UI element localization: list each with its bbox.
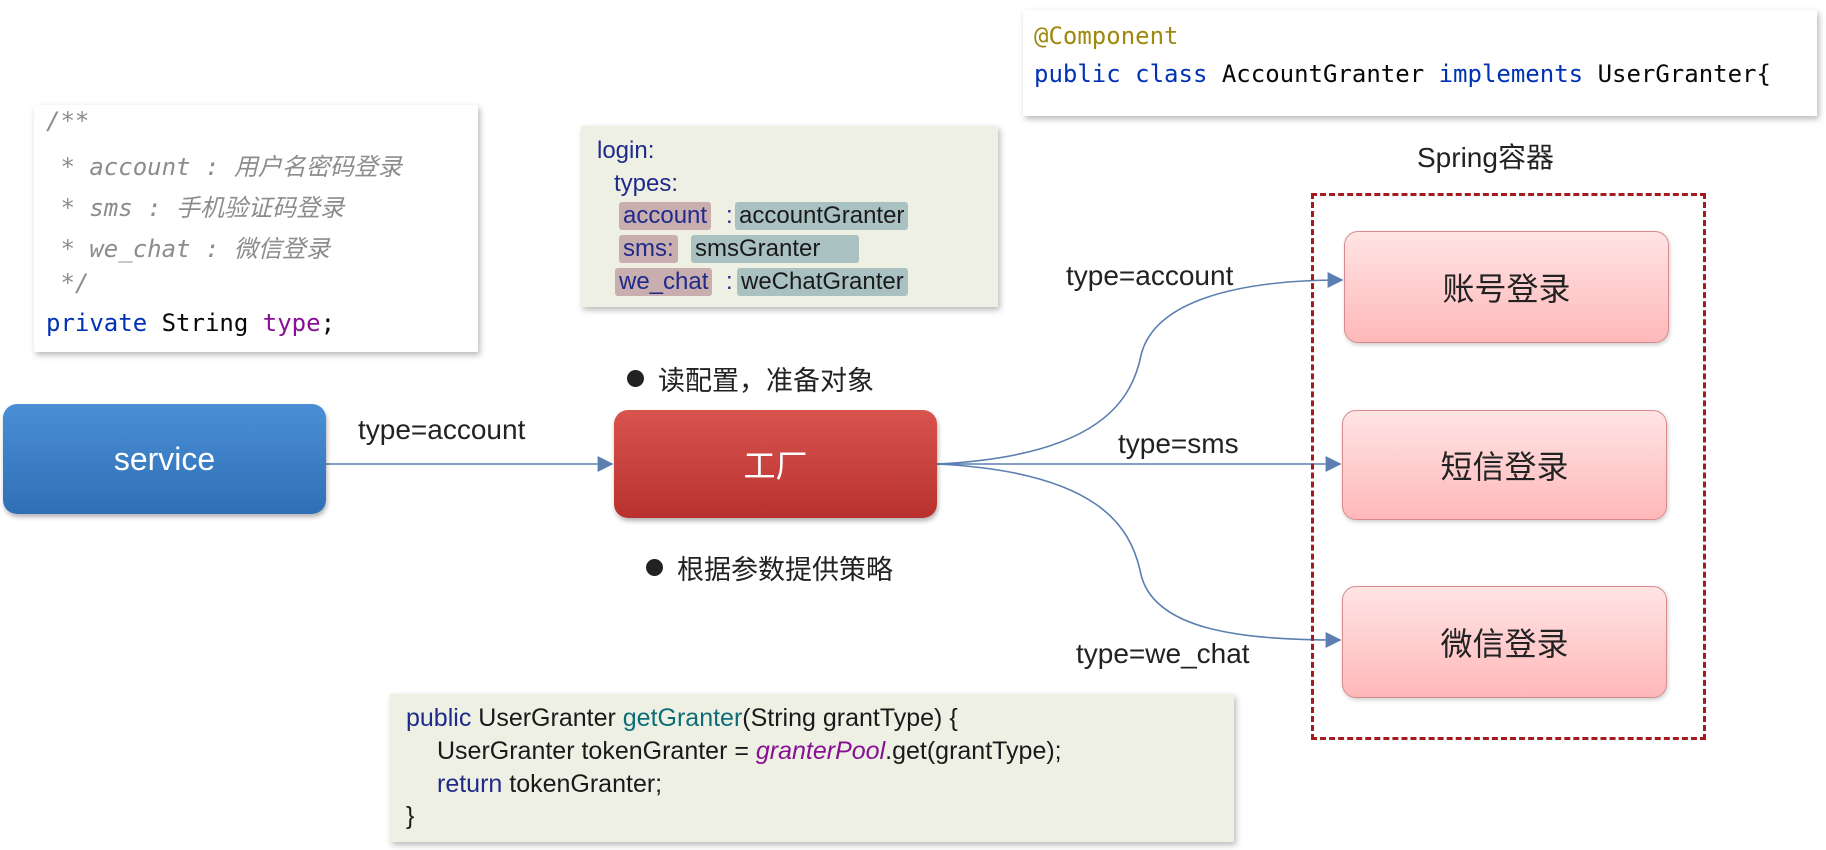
edge-label-to-wechat: type=we_chat <box>1076 638 1250 669</box>
type-field-code-snippet: /** * account : 用户名密码登录 * sms : 手机验证码登录 … <box>34 105 478 352</box>
account-granter-class-snippet: @Component public class AccountGranter i… <box>1023 10 1817 116</box>
type-name: String <box>161 309 249 337</box>
wechat-login-node: 微信登录 <box>1342 586 1667 698</box>
factory-node: 工厂 <box>614 410 937 518</box>
keyword-return: return <box>437 770 503 798</box>
account-login-node: 账号登录 <box>1344 231 1669 343</box>
field-declaration: private String type; <box>46 309 335 337</box>
code-line-close-brace: } <box>406 802 415 830</box>
get-call: .get(grantType); <box>885 737 1062 765</box>
keyword-public: public <box>406 704 472 732</box>
field-name: type <box>262 309 321 337</box>
code-line-lookup: UserGranter tokenGranter = granterPool.g… <box>437 737 1062 766</box>
comment-line: /** <box>46 107 90 135</box>
params: (String grantType) { <box>742 704 958 732</box>
comment-line: * sms : 手机验证码登录 <box>46 194 345 222</box>
edge-label-to-sms: type=sms <box>1118 428 1239 459</box>
keyword-implements: implements <box>1438 60 1584 88</box>
comment-line: */ <box>46 269 90 297</box>
code-line-return: return tokenGranter; <box>437 770 662 799</box>
service-node: service <box>3 404 326 514</box>
field-granterPool: granterPool <box>755 737 886 765</box>
edge-factory-to-account <box>936 272 1344 465</box>
yaml-value-smsGranter: smsGranter <box>691 235 859 263</box>
keyword-public: public <box>1034 60 1121 88</box>
method-name: getGranter <box>622 704 743 732</box>
yaml-config-snippet: login: types: account : accountGranter s… <box>581 126 998 307</box>
keyword: private <box>46 309 148 337</box>
semicolon: ; <box>320 309 336 337</box>
class-name: AccountGranter <box>1221 60 1425 88</box>
yaml-key-account: account <box>619 202 712 230</box>
yaml-key-sms: sms: <box>619 235 678 263</box>
sms-login-node: 短信登录 <box>1342 410 1667 520</box>
edge-label-to-account: type=account <box>1066 260 1234 291</box>
bullet-read-config: 读配置，准备对象 <box>627 359 874 398</box>
spring-container-border <box>1311 193 1706 740</box>
get-granter-code-snippet: public UserGranter getGranter(String gra… <box>390 694 1234 842</box>
yaml-value-weChatGranter: weChatGranter <box>737 268 908 296</box>
return-value: tokenGranter; <box>502 770 663 798</box>
component-annotation: @Component <box>1034 22 1179 50</box>
bullet-text: 根据参数提供策略 <box>677 555 893 585</box>
yaml-root-key: login: <box>597 137 655 164</box>
code-line-signature: public UserGranter getGranter(String gra… <box>406 704 958 733</box>
bullet-text: 读配置，准备对象 <box>658 366 874 396</box>
yaml-value-accountGranter: accountGranter <box>735 202 909 230</box>
bullet-dot <box>646 559 663 576</box>
edge-factory-to-wechat <box>936 463 1342 648</box>
spring-container-label: Spring容器 <box>1417 142 1554 173</box>
return-type: UserGranter <box>471 704 623 732</box>
comment-line: * account : 用户名密码登录 <box>46 153 402 181</box>
class-declaration: public class AccountGranter implements U… <box>1034 60 1771 88</box>
bullet-provide-strategy: 根据参数提供策略 <box>646 548 893 587</box>
yaml-key-we-chat: we_chat <box>615 268 713 296</box>
edge-label-service-to-factory: type=account <box>358 414 526 445</box>
assign-lhs: UserGranter tokenGranter = <box>437 737 756 765</box>
yaml-separator: : <box>726 268 733 295</box>
keyword-class: class <box>1135 60 1208 88</box>
comment-line: * we_chat : 微信登录 <box>46 235 330 263</box>
yaml-types-key: types: <box>614 170 679 197</box>
yaml-separator: : <box>726 202 733 229</box>
interface-name: UserGranter{ <box>1597 60 1771 88</box>
bullet-dot <box>627 370 644 387</box>
